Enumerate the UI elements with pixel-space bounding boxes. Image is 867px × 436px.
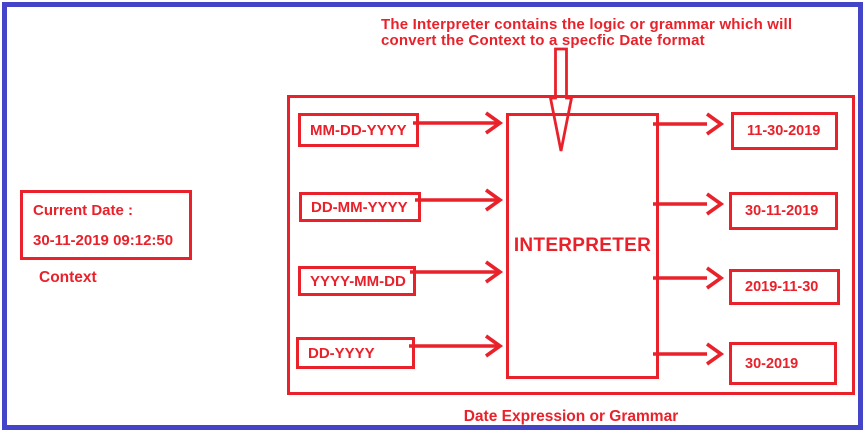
caption-line-2: convert the Context to a specfic Date fo… (381, 32, 705, 49)
diagram-frame: The Interpreter contains the logic or gr… (2, 2, 863, 430)
input-box-mm-dd-yyyy: MM-DD-YYYY (298, 113, 419, 147)
input-box-dd-yyyy: DD-YYYY (296, 337, 415, 369)
output-box-4: 30-2019 (729, 342, 837, 385)
context-label: Context (39, 269, 97, 286)
interpreter-box: INTERPRETER (506, 113, 659, 379)
footer-label: Date Expression or Grammar (463, 408, 679, 425)
context-title: Current Date : (33, 201, 134, 219)
caption-line-1: The Interpreter contains the logic or gr… (381, 16, 793, 33)
output-box-2: 30-11-2019 (729, 192, 838, 230)
input-box-dd-mm-yyyy: DD-MM-YYYY (299, 192, 421, 222)
output-box-3: 2019-11-30 (729, 269, 840, 305)
context-value: 30-11-2019 09:12:50 (33, 231, 174, 249)
output-box-1: 11-30-2019 (731, 112, 838, 150)
caption: The Interpreter contains the logic or gr… (381, 17, 867, 49)
input-box-yyyy-mm-dd: YYYY-MM-DD (298, 266, 416, 296)
context-box: Current Date : 30-11-2019 09:12:50 (20, 190, 192, 260)
